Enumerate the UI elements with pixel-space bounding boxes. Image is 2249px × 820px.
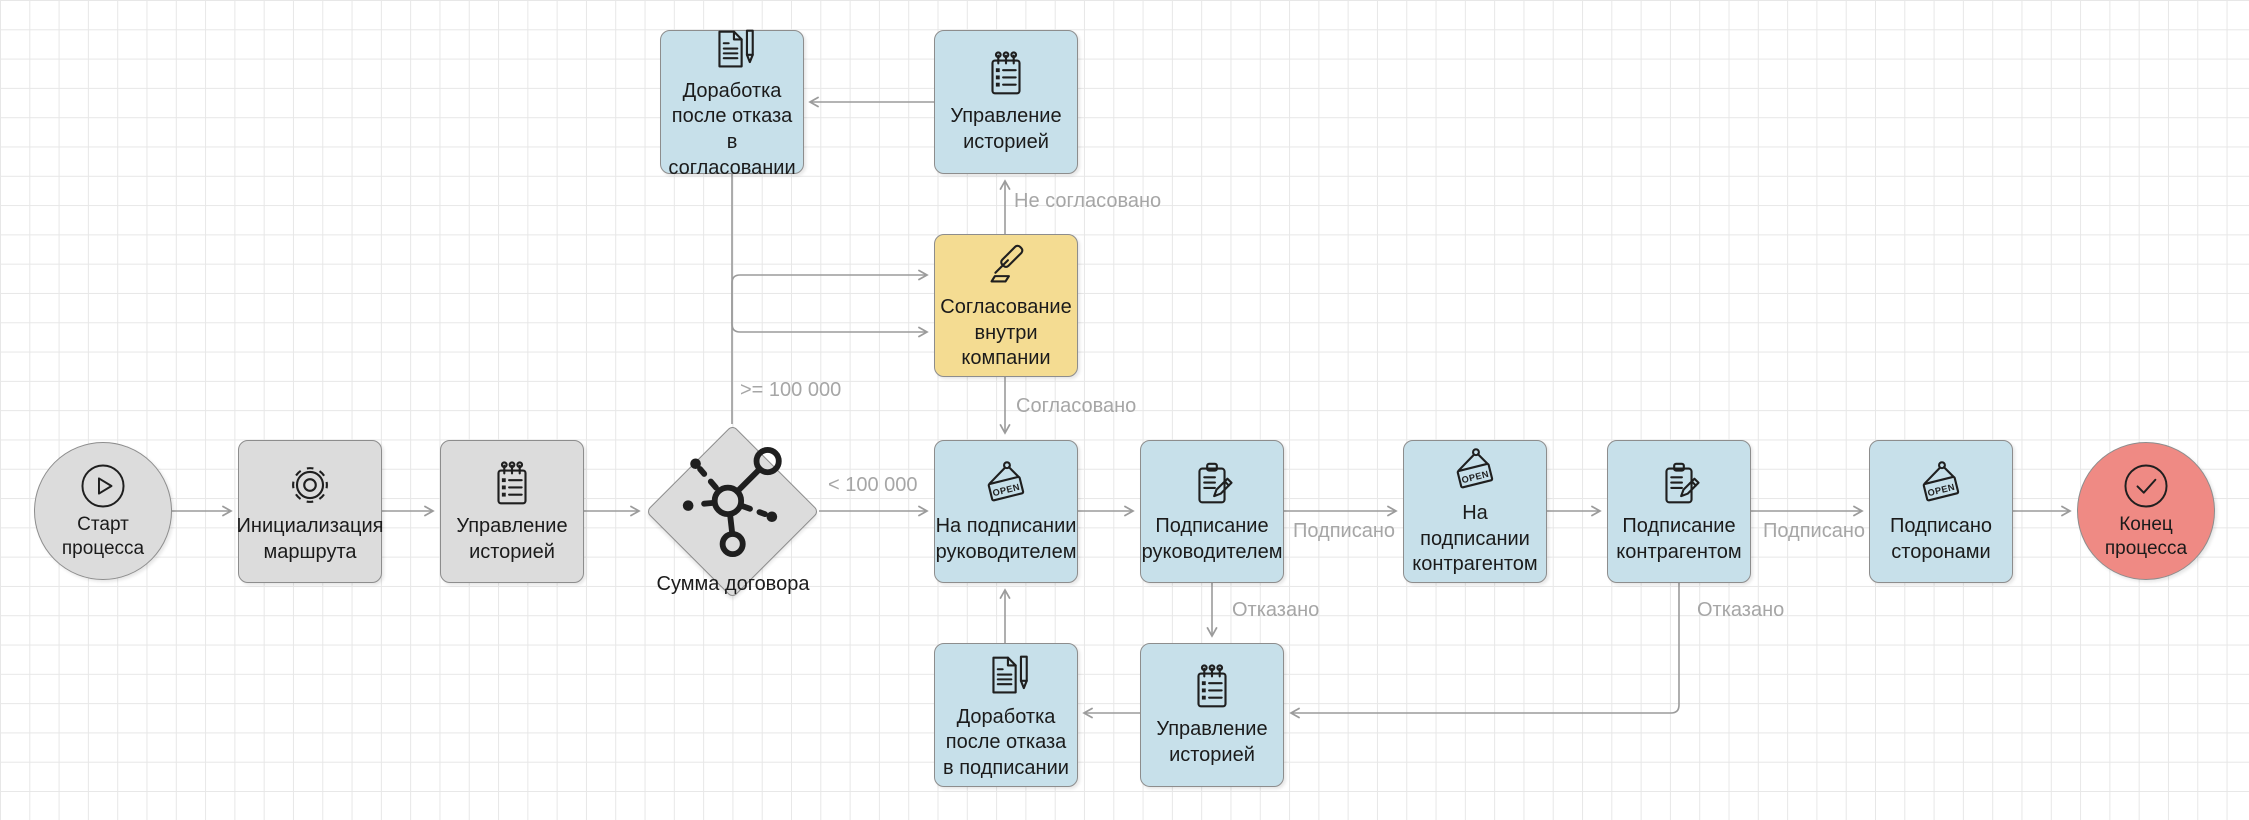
node-label: Доработка после отказа в подписании	[943, 705, 1069, 779]
node-history-management-bottom[interactable]: Управление историей	[1140, 643, 1284, 787]
edge-label-rejected-by-counterparty: Отказано	[1697, 599, 1785, 621]
checklist-icon	[991, 51, 1021, 95]
node-end-event[interactable]: Конец процесса	[2077, 442, 2215, 580]
node-signed-by-parties[interactable]: OPEN Подписано сторонами	[1869, 440, 2013, 583]
node-start-event[interactable]: Старт процесса	[34, 442, 172, 580]
node-history-management-top[interactable]: Управление историей	[934, 30, 1078, 174]
node-label: Управление историей	[1156, 718, 1268, 766]
node-on-signing-by-counterparty[interactable]: OPEN На подписании контрагентом	[1403, 440, 1547, 583]
document-pen-icon	[718, 29, 754, 68]
play-icon	[81, 464, 125, 508]
gear-icon	[292, 466, 328, 503]
node-internal-approval[interactable]: Согласование внутри компании	[934, 234, 1078, 377]
edge-label-approved: Согласовано	[1016, 395, 1137, 417]
node-history-management-1[interactable]: Управление историей	[440, 440, 584, 583]
edge-reworktop-to-approval[interactable]	[731, 174, 929, 338]
edge-label-amount-lt: < 100 000	[828, 474, 918, 496]
network-icon	[682, 447, 782, 558]
node-label: Подписание контрагентом	[1616, 514, 1742, 563]
node-label: Управление историей	[456, 514, 568, 563]
node-rework-after-signing-refusal[interactable]: Доработка после отказа в подписании	[934, 643, 1078, 787]
node-label: На подписании контрагентом	[1412, 502, 1538, 576]
open-sign-icon: OPEN	[1922, 461, 1960, 502]
edge-label-amount-gte: >= 100 000	[740, 379, 842, 401]
edge-label-rejected-by-manager: Отказано	[1232, 599, 1320, 621]
document-pen-icon	[992, 655, 1028, 694]
clipboard-pencil-icon	[1198, 462, 1233, 504]
edge-label-signed-by-manager: Подписано	[1292, 520, 1396, 542]
checklist-icon	[1197, 664, 1227, 708]
node-label: Управление историей	[950, 105, 1062, 153]
node-label: Инициализация маршрута	[236, 514, 384, 563]
node-signing-by-manager[interactable]: Подписание руководителем	[1140, 440, 1284, 583]
clipboard-pencil-icon	[1665, 462, 1700, 504]
node-contract-amount-content: Сумма договора	[646, 424, 820, 598]
node-label: Согласование внутри компании	[940, 296, 1072, 370]
edge-label-signed-by-counterparty: Подписано	[1762, 520, 1866, 542]
edge-signcp-to-historybottom[interactable]	[1289, 583, 1680, 719]
node-label: Подписано сторонами	[1889, 514, 1993, 563]
node-label: Доработка после отказа в согласовании	[668, 79, 796, 179]
node-label: Сумма договора	[656, 573, 810, 596]
node-label: Старт процесса	[61, 513, 145, 559]
node-on-signing-by-manager[interactable]: OPEN На подписании руководителем	[934, 440, 1078, 583]
edge-label-not-approved: Не согласовано	[1014, 190, 1162, 212]
node-signing-by-counterparty[interactable]: Подписание контрагентом	[1607, 440, 1751, 583]
open-sign-icon: OPEN	[1456, 448, 1494, 489]
gavel-icon	[990, 244, 1024, 283]
node-label: На подписании руководителем	[935, 514, 1077, 563]
node-route-initialization[interactable]: Инициализация маршрута	[236, 440, 384, 583]
node-label: Подписание руководителем	[1141, 514, 1283, 563]
checklist-icon	[497, 461, 527, 505]
node-rework-after-approval-refusal[interactable]: Доработка после отказа в согласовании	[660, 29, 804, 179]
check-icon	[2124, 464, 2168, 508]
node-label: Конец процесса	[2104, 513, 2188, 559]
open-sign-icon: OPEN	[987, 461, 1025, 502]
